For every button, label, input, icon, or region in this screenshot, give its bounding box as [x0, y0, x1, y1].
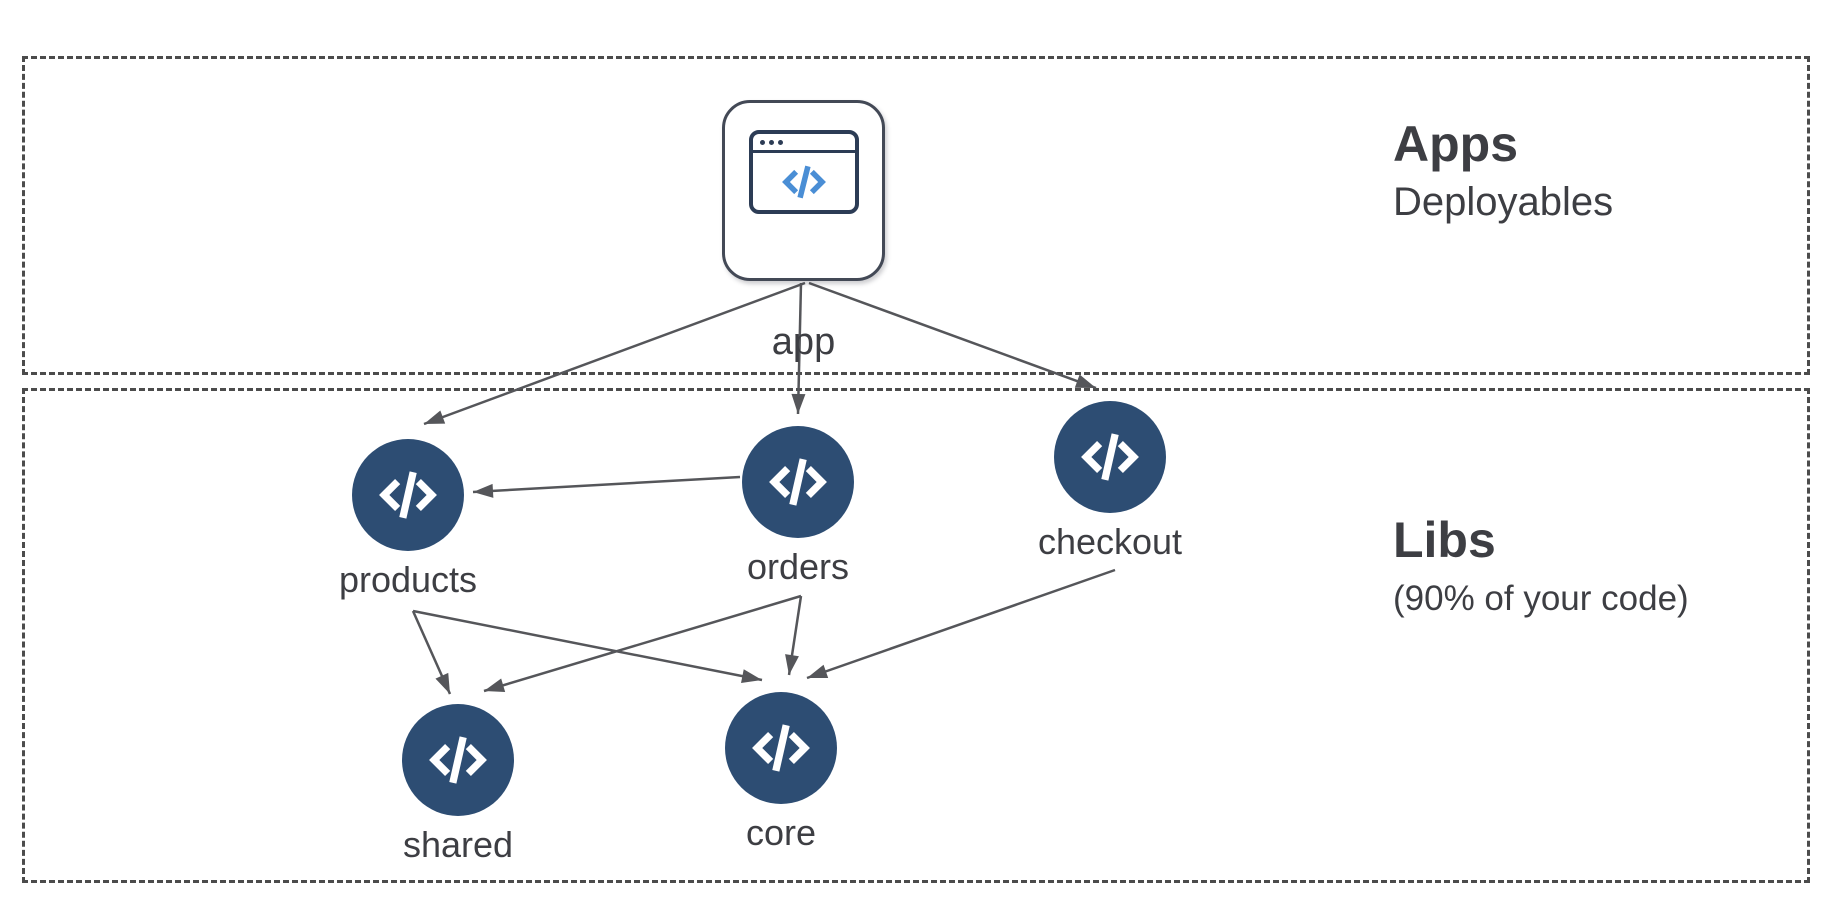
node-label: core	[745, 812, 817, 853]
node-label: products	[338, 559, 478, 600]
edge-checkout-core	[806, 568, 1116, 680]
node-shared: shared	[402, 704, 514, 865]
browser-dot-icon	[777, 139, 783, 145]
browser-topbar	[752, 134, 855, 153]
browser-body	[753, 153, 855, 210]
code-icon	[781, 165, 826, 198]
edge-products-shared	[411, 610, 452, 695]
node-core: core	[725, 692, 837, 853]
edge-orders-shared	[483, 594, 802, 693]
node-label: checkout	[1037, 521, 1183, 562]
node-orders: orders	[742, 426, 854, 587]
code-icon	[769, 458, 827, 506]
apps-section-box	[22, 56, 1810, 375]
checkout-circle	[1054, 401, 1166, 513]
code-icon	[379, 471, 437, 519]
libs-section-label: Libs (90% of your code)	[1393, 512, 1689, 620]
code-icon	[429, 736, 487, 784]
edge-app-orders	[791, 282, 806, 415]
browser-dot-icon	[759, 139, 765, 145]
node-products: products	[339, 439, 477, 600]
shared-circle	[402, 704, 514, 816]
edge-products-core	[412, 609, 763, 683]
orders-circle	[742, 426, 854, 538]
node-label: app	[771, 321, 836, 363]
edge-app-products	[423, 281, 806, 426]
libs-subtitle: (90% of your code)	[1393, 578, 1689, 618]
edge-orders-products	[472, 475, 741, 498]
browser-code-icon	[748, 130, 859, 214]
products-circle	[352, 439, 464, 551]
apps-section-label: Apps Deployables	[1393, 116, 1613, 226]
core-circle	[725, 692, 837, 804]
libs-title: Libs	[1393, 512, 1496, 568]
browser-dot-icon	[768, 139, 774, 145]
apps-title: Apps	[1393, 116, 1518, 172]
code-icon	[1081, 433, 1139, 481]
code-icon	[752, 724, 810, 772]
node-label: shared	[402, 824, 514, 865]
edge-app-checkout	[808, 281, 1097, 390]
node-app: app	[722, 100, 885, 363]
node-checkout: checkout	[1038, 401, 1182, 562]
node-label: orders	[746, 546, 850, 587]
edge-orders-core	[785, 595, 803, 676]
libs-section-box	[22, 388, 1810, 883]
apps-subtitle: Deployables	[1393, 179, 1614, 224]
